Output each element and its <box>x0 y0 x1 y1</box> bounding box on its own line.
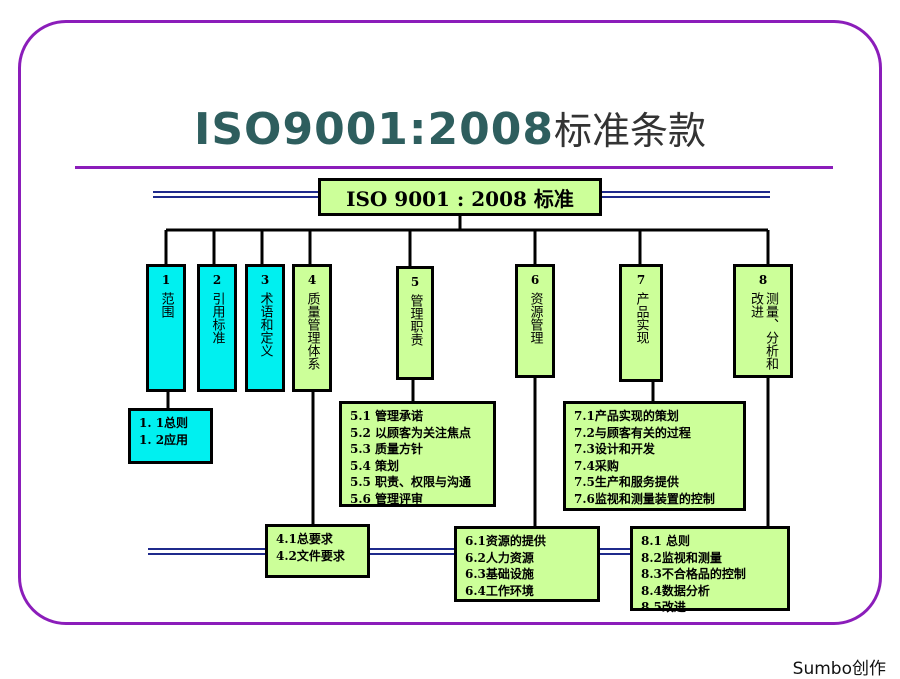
clause-label: 范围 <box>158 292 174 318</box>
clause-4-subitems: 4.1总要求 4.2文件要求 <box>265 524 370 578</box>
slide-frame <box>18 20 882 625</box>
clause-number: 8 <box>758 273 768 287</box>
title-underline <box>75 166 833 169</box>
clause-number: 4 <box>307 273 317 287</box>
list-item: 4.2文件要求 <box>276 548 345 563</box>
list-item: 7.3设计和开发 <box>574 442 655 456</box>
clause-2-box: 2 引用标准 <box>197 264 237 392</box>
list-item: 5.1 管理承诺 <box>350 409 424 423</box>
clause-label: 质量管理体系 <box>304 292 320 370</box>
clause-4-box: 4 质量管理体系 <box>292 264 332 392</box>
clause-label: 产品实现 <box>633 292 649 344</box>
list-item: 6.4工作环境 <box>465 583 534 598</box>
clause-6-box: 6 资源管理 <box>515 264 555 378</box>
list-item: 8.5改进 <box>641 600 686 614</box>
list-item: 5.2 以顾客为关注焦点 <box>350 425 472 440</box>
list-item: 7.1产品实现的策划 <box>574 409 679 423</box>
title-chinese: 标准条款 <box>553 109 706 153</box>
list-item: 8.4数据分析 <box>641 583 710 598</box>
list-item: 7.4采购 <box>574 458 619 473</box>
clause-6-subitems: 6.1资源的提供 6.2人力资源 6.3基础设施 6.4工作环境 <box>454 526 600 602</box>
list-item: 6.1资源的提供 <box>465 534 546 548</box>
list-item: 5.3 质量方针 <box>350 442 424 456</box>
clause-5-subitems: 5.1 管理承诺 5.2 以顾客为关注焦点 5.3 质量方针 5.4 策划 5.… <box>339 401 496 507</box>
clause-label: 管理职责 <box>407 294 423 346</box>
list-item: 1. 2应用 <box>139 432 189 447</box>
clause-1-box: 1 范围 <box>146 264 186 392</box>
list-item: 6.3基础设施 <box>465 567 534 581</box>
clause-8-subitems: 8.1 总则 8.2监视和测量 8.3不合格品的控制 8.4数据分析 8.5改进 <box>630 526 790 614</box>
clause-number: 5 <box>410 275 420 289</box>
navy-rails <box>148 191 770 555</box>
clause-number: 6 <box>530 273 540 287</box>
title-english: ISO9001:2008 <box>194 104 554 155</box>
author-credit: Sumbo创作 <box>792 659 886 679</box>
clause-number: 3 <box>260 273 270 287</box>
list-item: 4.1总要求 <box>276 532 333 546</box>
clause-label: 术语和定义 <box>257 292 273 357</box>
clause-8-box: 8 测量、分析和改进 <box>733 264 793 378</box>
clause-label: 引用标准 <box>209 292 225 344</box>
list-item: 5.4 策划 <box>350 458 400 473</box>
list-item: 5.5 职责、权限与沟通 <box>350 475 472 489</box>
list-item: 1. 1总则 <box>139 416 189 430</box>
clause-3-box: 3 术语和定义 <box>245 264 285 392</box>
list-item: 8.2监视和测量 <box>641 550 722 565</box>
list-item: 8.3不合格品的控制 <box>641 567 746 581</box>
tree-connectors <box>164 216 770 528</box>
list-item: 8.1 总则 <box>641 534 691 548</box>
clause-number: 7 <box>636 273 646 287</box>
slide-title: ISO9001:2008标准条款 <box>0 100 900 155</box>
clause-5-box: 5 管理职责 <box>396 266 434 380</box>
clause-number: 2 <box>212 273 222 287</box>
list-item: 7.6监视和测量装置的控制 <box>574 491 715 506</box>
clause-label: 测量、分析和改进 <box>748 292 778 370</box>
clause-number: 1 <box>161 273 171 287</box>
root-box: ISO 9001 : 2008 标准 <box>318 178 602 216</box>
clause-1-subitems: 1. 1总则 1. 2应用 <box>128 408 213 464</box>
list-item: 7.5生产和服务提供 <box>574 475 679 489</box>
list-item: 5.6 管理评审 <box>350 491 424 506</box>
list-item: 7.2与顾客有关的过程 <box>574 425 691 440</box>
clause-7-box: 7 产品实现 <box>619 264 663 382</box>
list-item: 6.2人力资源 <box>465 550 534 565</box>
clause-label: 资源管理 <box>527 292 543 344</box>
clause-7-subitems: 7.1产品实现的策划 7.2与顾客有关的过程 7.3设计和开发 7.4采购 7.… <box>563 401 746 511</box>
